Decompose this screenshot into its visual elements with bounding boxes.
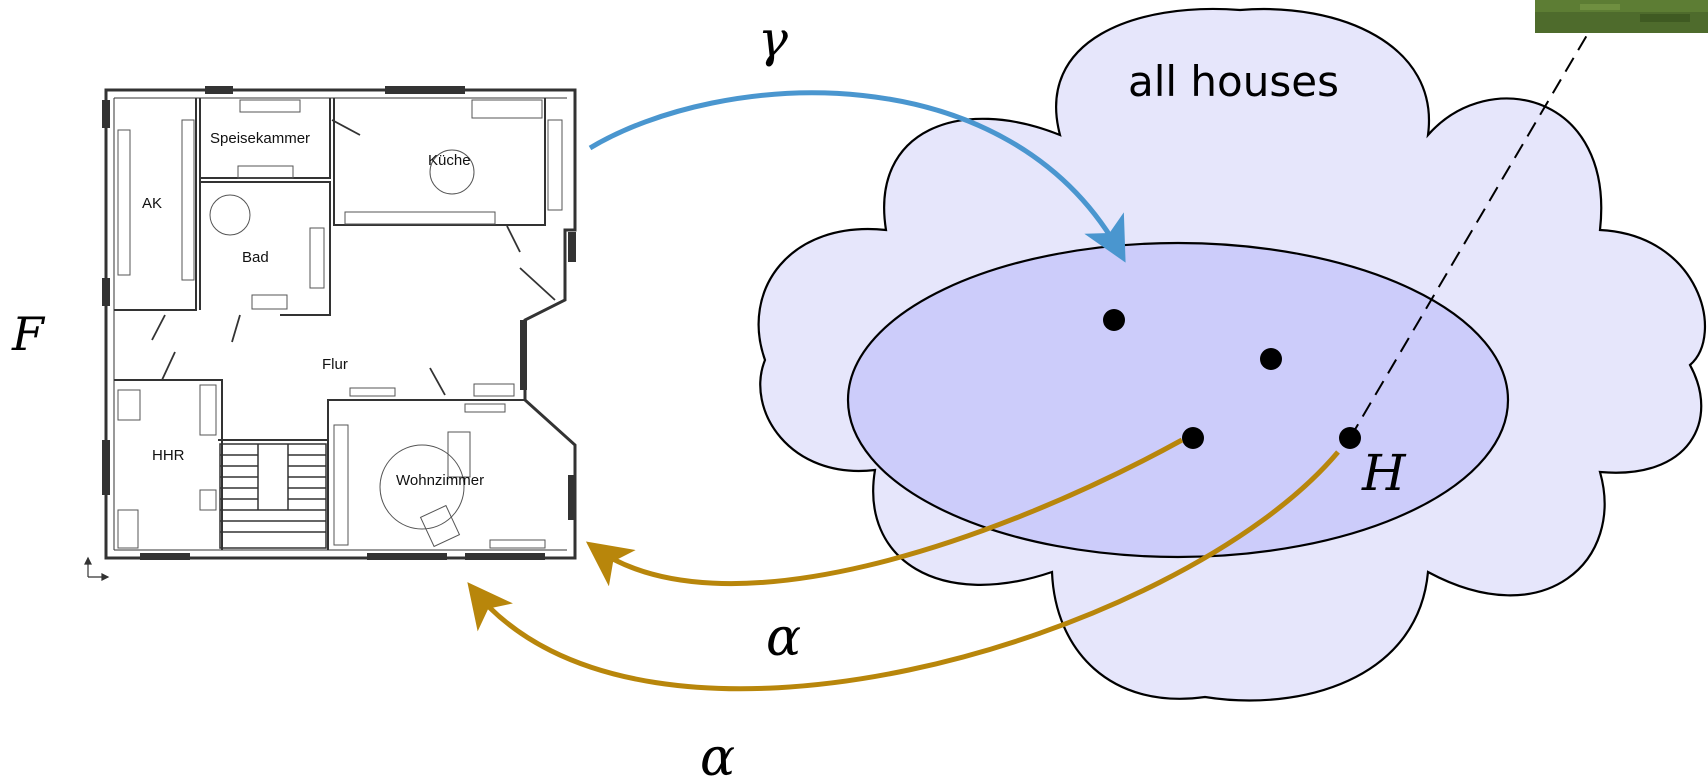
- wall-bad: [200, 181, 331, 316]
- house-point: [1260, 348, 1282, 370]
- furniture: [117, 99, 563, 549]
- alpha-label-lower: α: [700, 728, 735, 783]
- floor-plan: [84, 86, 577, 581]
- room-label-speisekammer: Speisekammer: [210, 130, 310, 147]
- windows: [102, 86, 576, 560]
- axis-origin-icon: [84, 556, 110, 581]
- house-points: [1103, 309, 1361, 449]
- wall-hhr: [114, 379, 223, 550]
- house-point: [1182, 427, 1204, 449]
- point-label-h: H: [1361, 444, 1407, 502]
- wall-ak: [114, 98, 197, 311]
- doors: [151, 119, 556, 396]
- wall-stairs: [218, 439, 329, 550]
- gamma-label: γ: [758, 10, 788, 68]
- room-labels: AK Speisekammer Küche Bad Flur HHR Wohnz…: [142, 130, 484, 489]
- room-label-wohnzimmer: Wohnzimmer: [396, 472, 484, 489]
- alpha-arrow-upper: [585, 437, 1184, 587]
- room-label-flur: Flur: [322, 356, 348, 373]
- alpha-arrow-lower: [467, 450, 1340, 692]
- alpha-label-upper: α: [766, 608, 801, 668]
- wall-wohnzimmer: [327, 399, 525, 550]
- house-point-h: [1339, 427, 1361, 449]
- grass-photo-icon: [1535, 0, 1708, 33]
- house-point: [1103, 309, 1125, 331]
- floorplan-label-f: F: [11, 307, 46, 361]
- cloud-title: all houses: [1128, 57, 1339, 106]
- gamma-arrow: [588, 90, 1126, 263]
- wall-kueche: [333, 98, 546, 226]
- room-label-bad: Bad: [242, 249, 269, 266]
- staircase: [219, 443, 327, 549]
- room-label-hhr: HHR: [152, 447, 185, 464]
- room-label-ak: AK: [142, 195, 162, 212]
- room-label-kueche: Küche: [428, 152, 471, 169]
- dashed-connector: [1349, 29, 1591, 439]
- outer-wall: [104, 88, 577, 560]
- subset-ellipse: [846, 241, 1510, 559]
